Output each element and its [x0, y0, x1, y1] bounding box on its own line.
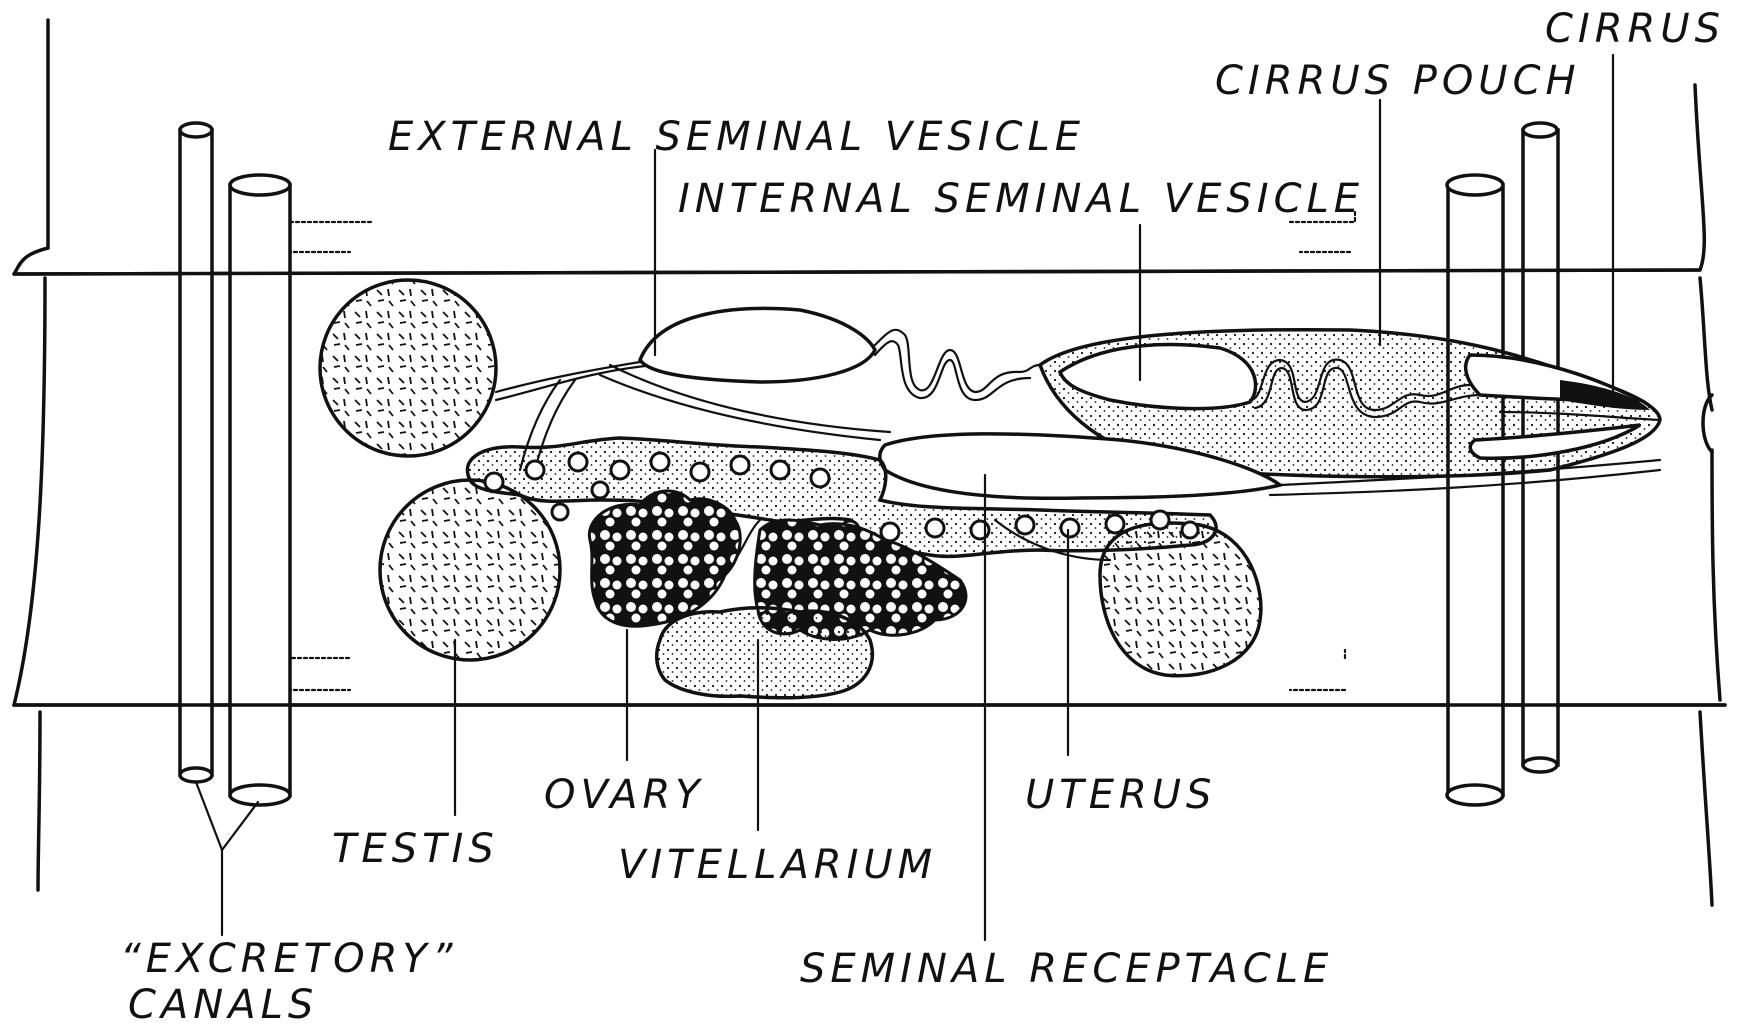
label-cirrus: CIRRUS — [1545, 6, 1725, 52]
label-testis: TESTIS — [332, 826, 499, 872]
label-cirrus-pouch: CIRRUS POUCH — [1215, 58, 1581, 104]
label-excretory-canals-line1: “EXCRETORY” — [120, 936, 458, 982]
label-ovary: OVARY — [544, 772, 705, 818]
label-excretory-canals-line2: CANALS — [128, 982, 318, 1026]
label-internal-seminal-vesicle: INTERNAL SEMINAL VESICLE — [678, 176, 1364, 222]
label-vitellarium: VITELLARIUM — [618, 842, 937, 888]
label-external-seminal-vesicle: EXTERNAL SEMINAL VESICLE — [388, 114, 1085, 160]
external-seminal-vesicle — [640, 308, 1040, 400]
label-uterus: UTERUS — [1025, 772, 1216, 818]
label-seminal-receptacle: SEMINAL RECEPTACLE — [800, 946, 1333, 992]
vitellarium — [657, 608, 873, 698]
excretory-canals-left — [180, 123, 290, 805]
